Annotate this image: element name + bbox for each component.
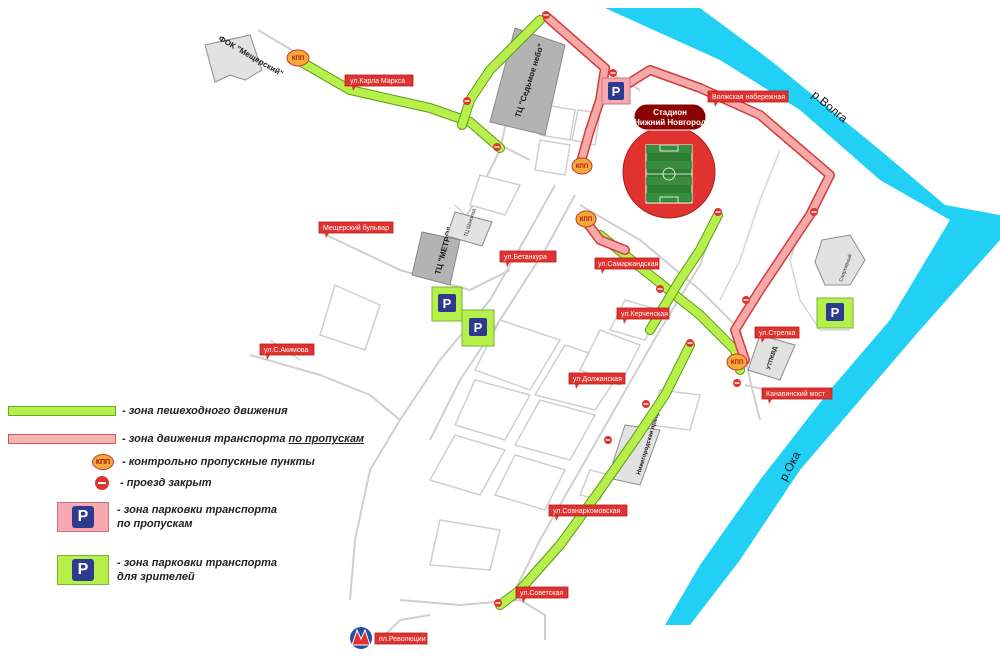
legend-parking-spectators: P - зона парковки транспорта для зрителе…: [57, 555, 277, 585]
no-entry-icon: [542, 11, 550, 19]
street-label: ул.Бетанкура: [499, 250, 557, 267]
svg-text:КПП: КПП: [292, 56, 304, 62]
street-label: ул.Стрелка: [754, 326, 800, 343]
svg-text:ул.Керченская: ул.Керченская: [621, 311, 668, 318]
svg-text:пл.Революции: пл.Революции: [379, 636, 426, 643]
fok-building: ФОК "Мещерский": [204, 34, 285, 83]
street-label: ул.Карла Маркса: [344, 74, 414, 91]
metro-icon: [350, 627, 372, 649]
checkpoint-icon: КПП: [571, 157, 593, 175]
no-entry-icon: [686, 339, 694, 347]
parking-spectators-sign-3: P: [816, 297, 854, 329]
checkpoint-icon: КПП: [286, 49, 310, 67]
parking-icon: P: [612, 84, 621, 99]
legend-checkpoints: КПП - контрольно пропускные пункты: [92, 454, 315, 470]
svg-text:Мещерский бульвар: Мещерский бульвар: [323, 224, 389, 232]
legend-pedestrian: - зона пешеходного движения: [8, 404, 288, 418]
svg-text:Волжская набережная: Волжская набережная: [712, 93, 785, 101]
street-label: ул.Должанская: [568, 372, 626, 389]
svg-text:ул.Должанская: ул.Должанская: [573, 376, 622, 383]
parking-pass-sign: P: [601, 77, 631, 105]
no-entry-icon: [733, 379, 741, 387]
checkpoint-icon: КПП: [575, 210, 597, 228]
street-label: Мещерский бульвар: [318, 221, 394, 238]
svg-text:ул.Самаркандская: ул.Самаркандская: [598, 261, 659, 268]
street-label: ул.Самаркандская: [594, 257, 660, 274]
street-label: ул.Совнаркомовская: [548, 504, 628, 521]
parking-spectators-sign-2: P: [461, 309, 495, 347]
legend: - зона пешеходного движения - зона движе…: [0, 396, 420, 596]
svg-text:КПП: КПП: [580, 217, 592, 223]
parking-icon: P: [443, 296, 452, 311]
parking-icon: P: [474, 320, 483, 335]
street-label: Волжская набережная: [707, 90, 789, 107]
legend-vehicle-prefix: - зона движения транспорта: [122, 433, 289, 445]
city-blocks: [319, 104, 701, 571]
no-entry-icon: [742, 296, 750, 304]
street-label: Канавинский мост: [761, 387, 833, 404]
parking-spectators-swatch: P: [57, 555, 109, 585]
svg-text:ул.С.Акимова: ул.С.Акимова: [264, 347, 308, 354]
checkpoint-icon: КПП: [726, 353, 748, 371]
street-label: ул.Советская: [515, 586, 569, 603]
no-entry-icon: [95, 476, 109, 490]
svg-text:Канавинский мост: Канавинский мост: [766, 390, 826, 398]
stadium-name-plate: Стадион Нижний Новгород: [633, 103, 707, 131]
pedestrian-swatch: [8, 406, 116, 416]
legend-closed: - проезд закрыт: [95, 476, 212, 490]
vehicle-swatch: [8, 434, 116, 444]
stadium-label-line1: Стадион: [653, 108, 687, 117]
svg-text:ул.Карла Маркса: ул.Карла Маркса: [350, 78, 405, 85]
legend-closed-text: - проезд закрыт: [120, 477, 212, 489]
legend-vehicle-emph: по пропускам: [288, 433, 365, 445]
football-field-icon: [645, 144, 693, 204]
parking-pass-swatch: P: [57, 502, 109, 532]
small-building-1: ТЦ Шоколад: [446, 208, 493, 247]
parking-icon: P: [72, 506, 94, 528]
vehicle-pass-zones: [543, 13, 835, 365]
no-entry-icon: [642, 400, 650, 408]
svg-text:ул.Советская: ул.Советская: [520, 590, 563, 597]
no-entry-icon: [494, 599, 502, 607]
svg-text:ул.Стрелка: ул.Стрелка: [759, 330, 795, 337]
legend-pedestrian-text: - зона пешеходного движения: [122, 405, 288, 417]
metro-store-building: ТЦ "МЕТРО": [411, 226, 461, 286]
street-label: пл.Революции: [374, 632, 428, 645]
street-network: [249, 14, 850, 641]
stadium-label-line2: Нижний Новгород: [634, 118, 706, 127]
small-building-2: Спортивный: [814, 234, 866, 286]
checkpoint-icon: КПП: [92, 454, 114, 470]
no-entry-icon: [656, 285, 664, 293]
street-label: ул.Керченская: [616, 307, 670, 324]
street-label: ул.С.Акимова: [259, 343, 315, 360]
street-labels: ул.Карла Маркса Волжская набережная Меще…: [259, 74, 833, 645]
legend-parking-spectators-text: - зона парковки транспорта для зрителей: [117, 557, 278, 583]
parking-icon: P: [831, 305, 840, 320]
legend-vehicle-text: - зона движения транспорта по пропускам: [122, 432, 364, 446]
legend-checkpoints-text: - контрольно пропускные пункты: [122, 456, 315, 468]
svg-text:ул.Совнаркомовская: ул.Совнаркомовская: [553, 508, 621, 515]
svg-text:ул.Бетанкура: ул.Бетанкура: [504, 254, 547, 261]
no-entry-icon: [714, 208, 722, 216]
no-entry-icon: [604, 436, 612, 444]
legend-parking-pass-text: - зона парковки транспорта по пропускам: [117, 504, 278, 530]
no-entry-signs: [463, 11, 818, 607]
parking-spectators-sign-1: P: [431, 286, 463, 322]
checkpoints: КПП КПП КПП КПП: [286, 49, 748, 371]
parking-signs: P P P P: [431, 77, 854, 347]
stadium: Стадион Нижний Новгород: [622, 103, 716, 219]
svg-text:КПП: КПП: [731, 360, 743, 366]
utpk-building: УТПКВД: [747, 334, 796, 381]
no-entry-icon: [493, 143, 501, 151]
legend-parking-pass: P - зона парковки транспорта по пропуска…: [57, 502, 277, 532]
no-entry-icon: [609, 69, 617, 77]
no-entry-icon: [463, 97, 471, 105]
legend-vehicle: - зона движения транспорта по пропускам: [8, 432, 364, 446]
parking-icon: P: [72, 559, 94, 581]
svg-text:КПП: КПП: [576, 164, 588, 170]
river-volga-oka: [605, 8, 1000, 625]
no-entry-icon: [810, 208, 818, 216]
